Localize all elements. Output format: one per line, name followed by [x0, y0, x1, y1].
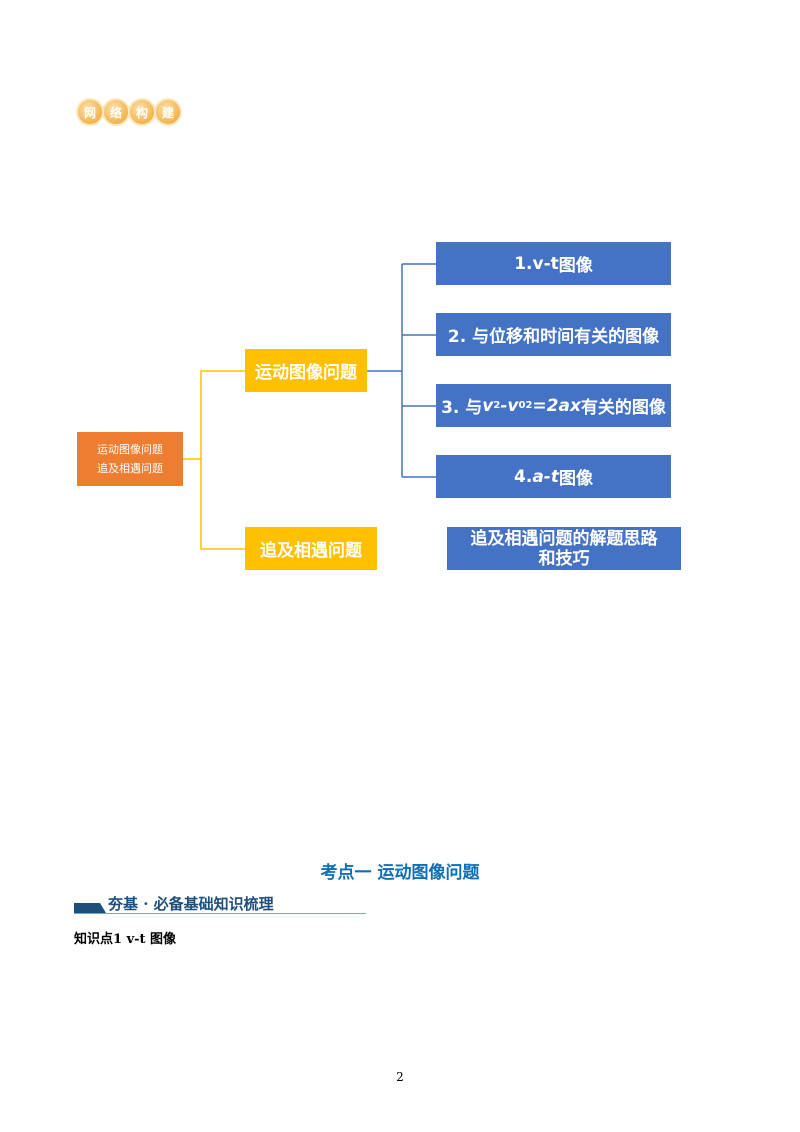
badge-char: 建 — [154, 98, 182, 126]
leaf-text: 2 — [493, 400, 501, 411]
leaf-text: 图像 — [558, 256, 593, 276]
leaf-text: a-t — [532, 466, 559, 487]
leaf-vt-graph: 1.v-t 图像 — [436, 242, 671, 285]
leaf-pursuit-methods: 追及相遇问题的解题思路 和技巧 — [447, 527, 681, 570]
leaf-text: 有关的图像 — [580, 398, 666, 418]
leaf-text: 0 — [518, 400, 526, 411]
badge-char: 构 — [128, 98, 156, 126]
leaf-text: 追及相遇问题的解题思路 — [470, 528, 658, 549]
leaf-text: 2 — [525, 400, 533, 411]
section-badge: 网 络 构 建 — [76, 98, 182, 126]
leaf-text: 4. — [514, 466, 533, 487]
knowledge-point-title: 知识点1 v-t 图像 — [74, 932, 177, 947]
leaf-at-graph: 4. a-t 图像 — [436, 455, 671, 498]
leaf-displacement-time-graph: 2. 与位移和时间有关的图像 — [436, 313, 671, 356]
root-line-2: 追及相遇问题 — [97, 462, 163, 475]
leaf-text: 和技巧 — [538, 548, 590, 569]
leaf-text: -v — [500, 395, 519, 416]
branch-pursuit-problems: 追及相遇问题 — [245, 527, 377, 570]
mindmap-root: 运动图像问题 追及相遇问题 — [77, 432, 183, 486]
section-heading: 考点一 运动图像问题 — [320, 863, 480, 883]
page-number: 2 — [396, 1070, 404, 1084]
leaf-text: 图像 — [558, 469, 593, 489]
badge-char: 网 — [76, 98, 104, 126]
section-underline — [74, 913, 366, 914]
section-bar-icon — [74, 903, 106, 913]
leaf-text: 1. — [514, 253, 533, 274]
root-line-1: 运动图像问题 — [97, 443, 163, 456]
leaf-text: =2ax — [532, 395, 581, 416]
leaf-text: 3. 与 — [441, 398, 483, 418]
section-bar-title: 夯基 · 必备基础知识梳理 — [108, 895, 274, 913]
leaf-text: v — [482, 395, 494, 416]
branch-motion-graphs: 运动图像问题 — [245, 349, 367, 392]
leaf-text: v-t — [532, 253, 559, 274]
badge-char: 络 — [102, 98, 130, 126]
